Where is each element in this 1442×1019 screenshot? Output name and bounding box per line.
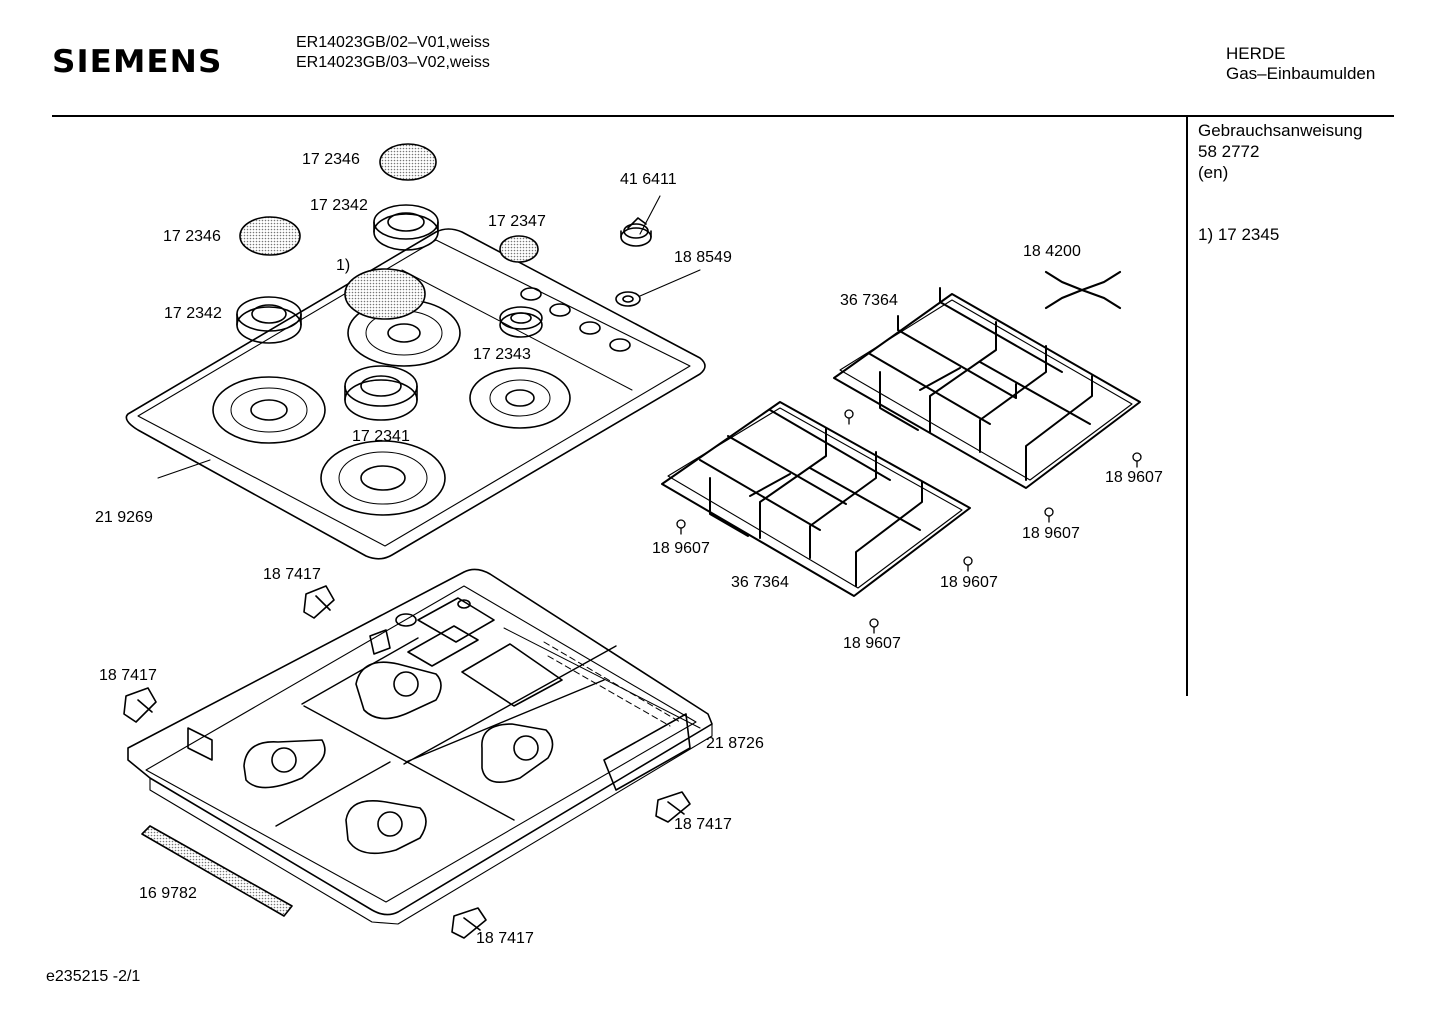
part-label: 17 2343 xyxy=(473,346,531,363)
burner-head-left xyxy=(236,296,302,344)
drawing-code: e235215 -2/1 xyxy=(46,968,141,985)
part-label: 18 9607 xyxy=(1105,469,1163,486)
category-line-1: HERDE xyxy=(1226,44,1286,63)
part-label: 18 8549 xyxy=(674,249,732,266)
knob-ring xyxy=(615,291,641,307)
seal-strip xyxy=(141,825,293,917)
burner-head-small xyxy=(499,306,543,338)
header-divider xyxy=(52,115,1394,117)
part-label: 18 9607 xyxy=(843,635,901,652)
part-label: 17 2346 xyxy=(302,151,360,168)
part-label: 18 7417 xyxy=(476,930,534,947)
model-line-2: ER14023GB/03–V02,weiss xyxy=(296,54,490,71)
manual-number: 58 2772 xyxy=(1198,142,1260,161)
part-label: 16 9782 xyxy=(139,885,197,902)
part-label: 17 2347 xyxy=(488,213,546,230)
burner-cap-left xyxy=(239,216,301,256)
part-label: 17 2342 xyxy=(310,197,368,214)
brand-logo: SIEMENS xyxy=(52,44,223,80)
part-label: 36 7364 xyxy=(731,574,789,591)
control-knob xyxy=(620,217,652,247)
screws xyxy=(676,409,1142,634)
cross-support xyxy=(1044,270,1122,310)
part-label: 21 8726 xyxy=(706,735,764,752)
part-label: 36 7364 xyxy=(840,292,898,309)
part-label: 18 9607 xyxy=(940,574,998,591)
manual-title: Gebrauchsanweisung xyxy=(1198,121,1363,140)
part-label: 17 2342 xyxy=(164,305,222,322)
category-line-2: Gas–Einbaumulden xyxy=(1226,64,1376,83)
burner-cap-small xyxy=(499,235,539,263)
part-label: 41 6411 xyxy=(620,171,677,188)
part-label: 18 7417 xyxy=(99,667,157,684)
part-label: 18 9607 xyxy=(1022,525,1080,542)
part-label: 1) xyxy=(336,257,351,274)
part-label: 17 2346 xyxy=(163,228,221,245)
part-label: 18 7417 xyxy=(674,816,732,833)
part-label: 21 9269 xyxy=(95,509,153,526)
part-label: 17 2341 xyxy=(352,428,410,445)
burner-head-front xyxy=(344,365,418,421)
burner-cap-wok xyxy=(344,268,426,320)
clips xyxy=(123,585,691,939)
pan-support-right xyxy=(833,287,1141,489)
part-label: 18 4200 xyxy=(1023,243,1081,260)
footnote: 1) 17 2345 xyxy=(1198,225,1280,244)
sidebar-divider xyxy=(1186,116,1188,696)
part-label: 18 9607 xyxy=(652,540,710,557)
hob-tray xyxy=(125,228,706,560)
model-line-1: ER14023GB/02–V01,weiss xyxy=(296,34,490,51)
manual-language: (en) xyxy=(1198,163,1229,182)
burner-head-rear xyxy=(373,204,439,251)
base-frame xyxy=(127,568,713,925)
burner-cap-large-top xyxy=(379,143,437,181)
part-label: 18 7417 xyxy=(263,566,321,583)
pan-support-left xyxy=(661,401,971,597)
